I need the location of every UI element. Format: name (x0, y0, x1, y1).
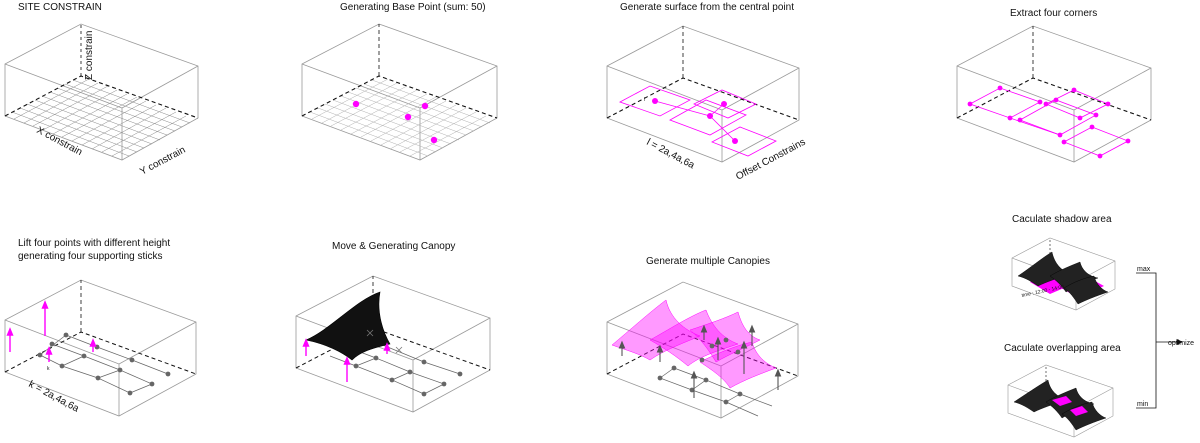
corner-point (1044, 102, 1049, 107)
corners-box (957, 26, 1151, 162)
corner-point (968, 102, 973, 107)
base-point (422, 360, 427, 365)
corner-point (1054, 98, 1059, 103)
optimize-min-label: min (1137, 401, 1148, 408)
corner-point (1038, 100, 1043, 105)
base-grid (310, 79, 490, 156)
base-point (458, 372, 463, 377)
multi-canopy-title: Generate multiple Canopies (646, 256, 770, 267)
lift-title-line1: Lift four points with different height (18, 238, 170, 249)
base-point (130, 358, 135, 363)
lift-dashed-back (5, 280, 196, 374)
base-point (118, 368, 123, 373)
site-constrain-box (5, 24, 198, 160)
base-box (302, 24, 497, 160)
base-point (82, 354, 87, 359)
base-point (60, 364, 65, 369)
overlap-area-title: Caculate overlapping area (1004, 343, 1121, 354)
corner-point (1062, 140, 1067, 145)
base-point (724, 400, 729, 405)
shadow-area-title: Caculate shadow area (1012, 214, 1112, 225)
base-point (710, 344, 715, 349)
corner-point (1090, 125, 1095, 130)
site-grid (12, 79, 190, 156)
base-point (442, 382, 447, 387)
corner-point (1072, 88, 1077, 93)
corner-points (968, 86, 1131, 159)
y-constrain-label: Y constrain (138, 145, 187, 178)
optimize-max-label: max (1137, 266, 1151, 273)
center-point (652, 98, 658, 104)
corner-point (1008, 116, 1013, 121)
l-mark: l (644, 97, 645, 103)
corner-point (998, 86, 1003, 91)
k-mark: k (47, 366, 50, 372)
base-point (166, 372, 171, 377)
base-point (672, 366, 677, 371)
corners-title: Extract four corners (1010, 8, 1097, 19)
base-point (150, 382, 155, 387)
corners-dashed-back (957, 26, 1151, 120)
base-point (422, 392, 427, 397)
surface-title: Generate surface from the central point (620, 2, 794, 13)
base-point (738, 392, 743, 397)
base-point (390, 378, 395, 383)
lift-point-lines (40, 335, 168, 393)
center-point (732, 138, 738, 144)
corner-point (1106, 102, 1111, 107)
base-point (704, 378, 709, 383)
base-point (724, 338, 729, 343)
corner-point (1126, 139, 1131, 144)
base-point (64, 333, 69, 338)
k-dimension-label: k = 2a,4a,6a (27, 379, 81, 415)
surface-center-points (652, 98, 738, 144)
base-point (96, 376, 101, 381)
canopy-surface (306, 292, 390, 360)
base-point-title: Generating Base Point (sum: 50) (340, 2, 486, 13)
corner-point (1094, 113, 1099, 118)
corner-point (1078, 116, 1083, 121)
base-point (408, 370, 413, 375)
corner-point (1098, 154, 1103, 159)
optimize-label: optimize (1168, 340, 1194, 347)
base-point (422, 103, 428, 109)
base-point (431, 137, 437, 143)
move-canopy-title: Move & Generating Canopy (332, 241, 455, 252)
site-constrain-title: SITE CONSTRAIN (18, 2, 102, 13)
base-point (50, 342, 55, 347)
base-point (354, 364, 359, 369)
base-point (353, 101, 359, 107)
move-base-points (354, 356, 463, 397)
center-point (721, 101, 727, 107)
base-point (374, 356, 379, 361)
base-point (736, 350, 741, 355)
corner-point (1058, 133, 1063, 138)
lift-title-line2: generating four supporting sticks (18, 251, 163, 262)
base-point (700, 358, 705, 363)
base-point (405, 114, 411, 120)
corner-point (1018, 118, 1023, 123)
move-dashed-back (296, 276, 490, 370)
base-point (658, 376, 663, 381)
surface-dashed-back (607, 26, 799, 120)
center-point (707, 113, 713, 119)
z-constrain-label: Z constrain (84, 31, 95, 80)
base-point (38, 353, 43, 358)
base-point (128, 391, 133, 396)
